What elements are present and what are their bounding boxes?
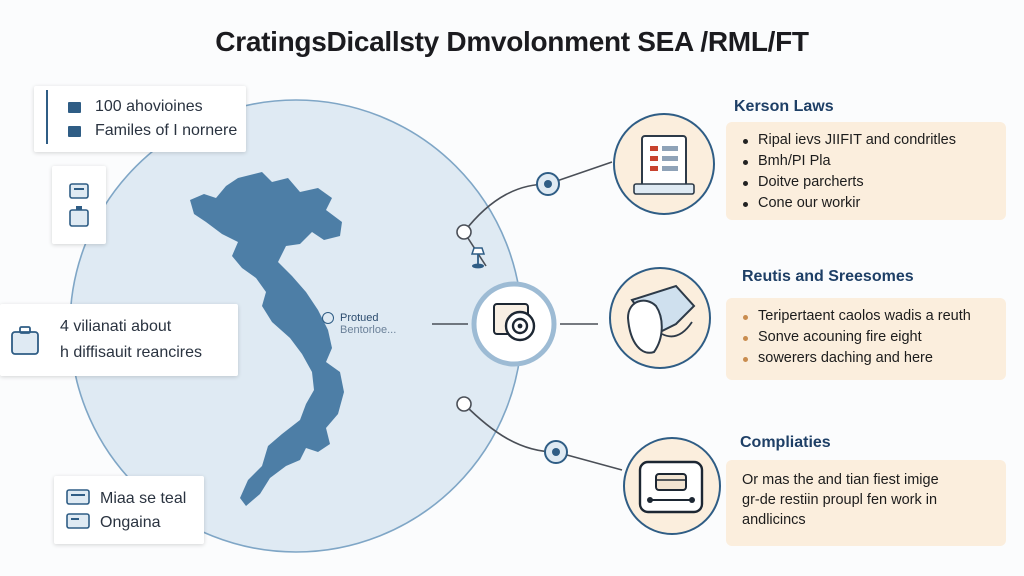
results-item-2: Sonve acouning fire eight	[740, 327, 992, 348]
country-map	[190, 172, 344, 506]
list-document-icon	[613, 113, 715, 215]
stats-row-2: Familes of I nornere	[68, 122, 237, 140]
page-title: CratingsDicallsty Dmvolonment SEA /RML/F…	[215, 26, 809, 57]
laws-item-4: Cone our workir	[740, 193, 992, 214]
section-heading-compliance: Compliaties	[740, 434, 831, 451]
media-panel: Miaa se teal Ongaina	[54, 476, 204, 544]
stats-text-1: 100 ahovioines	[95, 98, 203, 115]
hub-icon	[493, 303, 536, 342]
briefcase-icon	[11, 326, 39, 355]
node-upper	[456, 224, 472, 240]
compliance-note: Or mas the and tian fiest imige gr-de re…	[726, 460, 1006, 546]
checkbox-icon	[68, 125, 81, 137]
compliance-line-3: andlicincs	[742, 512, 806, 528]
monitor-icon	[66, 489, 90, 529]
map-label-line-1: Protued	[340, 312, 379, 324]
panel-accent-bar	[46, 90, 48, 144]
node-upper-badge-dot	[544, 180, 552, 188]
compliance-line-1: Or mas the and tian fiest imige	[742, 472, 939, 488]
results-item-3: sowerers daching and here	[740, 348, 992, 369]
checkbox-icon	[68, 101, 81, 113]
resources-text-2: h diffisauit reancires	[60, 344, 202, 361]
section-heading-results: Reutis and Sreesomes	[742, 268, 914, 285]
pin-icon	[470, 247, 486, 269]
laws-item-3: Doitve parcherts	[740, 172, 992, 193]
document-icon	[69, 183, 89, 227]
stats-panel: 100 ahovioines Familes of I nornere	[34, 86, 246, 152]
map-label-line-2: Bentorloe...	[340, 324, 397, 336]
location-icon	[322, 312, 334, 324]
node-lower-badge-dot	[552, 448, 560, 456]
stats-text-2: Familes of I nornere	[95, 122, 238, 139]
document-tile	[52, 166, 106, 244]
results-item-1: Teripertaent caolos wadis a reuth	[740, 306, 992, 327]
section-heading-laws: Kerson Laws	[734, 98, 834, 115]
compliance-line-2: gr-de restiin proupl fen work in	[742, 492, 938, 508]
results-note: Teripertaent caolos wadis a reuth Sonve …	[726, 298, 1006, 380]
laws-item-2: Bmh/PI Pla	[740, 151, 992, 172]
resources-text-1: 4 vilianati about	[60, 318, 172, 335]
laws-item-1: Ripal ievs JIIFIT and condritles	[740, 130, 992, 151]
node-lower	[456, 396, 472, 412]
media-text-2: Ongaina	[100, 514, 161, 531]
stats-row-1: 100 ahovioines	[68, 98, 203, 116]
cap-icon	[609, 267, 711, 369]
media-text-1: Miaa se teal	[100, 490, 187, 507]
router-icon	[623, 437, 721, 535]
map-label: Protued Bentorloe...	[322, 312, 396, 336]
laws-note: Ripal ievs JIIFIT and condritles Bmh/PI …	[726, 122, 1006, 220]
resources-panel: 4 vilianati about h diffisauit reancires	[0, 304, 238, 376]
